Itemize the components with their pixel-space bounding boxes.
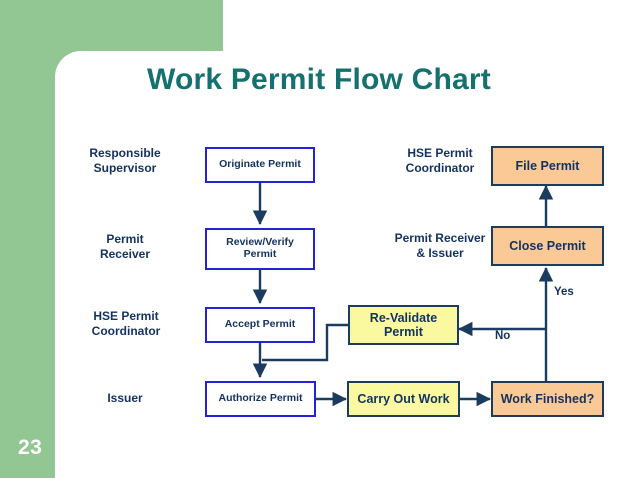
node-file-permit[interactable]: File Permit — [491, 146, 604, 186]
node-label-line-1: Re-Validate — [369, 311, 438, 325]
role-label-line-2: & Issuer — [416, 246, 464, 260]
role-label-line-1: HSE Permit — [93, 309, 159, 323]
role-label-line-1: HSE Permit — [407, 146, 473, 160]
slide-number: 23 — [18, 436, 43, 459]
edge-label-yes: Yes — [554, 286, 574, 298]
node-work-finished[interactable]: Work Finished? — [491, 381, 604, 417]
role-label-line-1: Issuer — [107, 391, 143, 405]
node-re-validate-permit[interactable]: Re-Validate Permit — [348, 305, 459, 345]
page-title: Work Permit Flow Chart — [147, 63, 491, 96]
white-header-fill — [223, 0, 638, 52]
node-authorize-permit[interactable]: Authorize Permit — [205, 381, 316, 417]
edge-label-no: No — [495, 330, 511, 342]
role-label-line-1: Permit — [106, 232, 144, 246]
role-label-line-2: Coordinator — [405, 161, 475, 175]
role-label-hse-permit-coordinator-left: HSE Permit Coordinator — [68, 309, 184, 339]
node-review-verify-permit[interactable]: Review/Verify Permit — [205, 228, 315, 270]
role-label-line-2: Receiver — [99, 247, 151, 261]
node-label-line-1: Review/Verify — [226, 236, 294, 249]
role-label-line-1: Permit Receiver — [394, 231, 486, 245]
node-accept-permit[interactable]: Accept Permit — [205, 307, 315, 343]
node-label-line-2: Permit — [384, 325, 423, 339]
node-originate-permit[interactable]: Originate Permit — [205, 147, 315, 183]
role-label-issuer: Issuer — [70, 391, 180, 406]
role-label-line-2: Supervisor — [93, 161, 157, 175]
node-close-permit[interactable]: Close Permit — [491, 226, 604, 266]
green-left-strip — [0, 52, 55, 478]
green-accent-block — [0, 0, 223, 52]
role-label-hse-permit-coordinator-right: HSE Permit Coordinator — [385, 146, 495, 176]
role-label-line-2: Coordinator — [91, 324, 161, 338]
node-label-line-2: Permit — [243, 248, 277, 260]
role-label-responsible-supervisor: Responsible Supervisor — [70, 146, 180, 176]
role-label-line-1: Responsible — [89, 146, 161, 160]
role-label-permit-receiver-and-issuer: Permit Receiver & Issuer — [378, 231, 502, 261]
role-label-permit-receiver: Permit Receiver — [70, 232, 180, 262]
node-carry-out-work[interactable]: Carry Out Work — [347, 381, 460, 417]
